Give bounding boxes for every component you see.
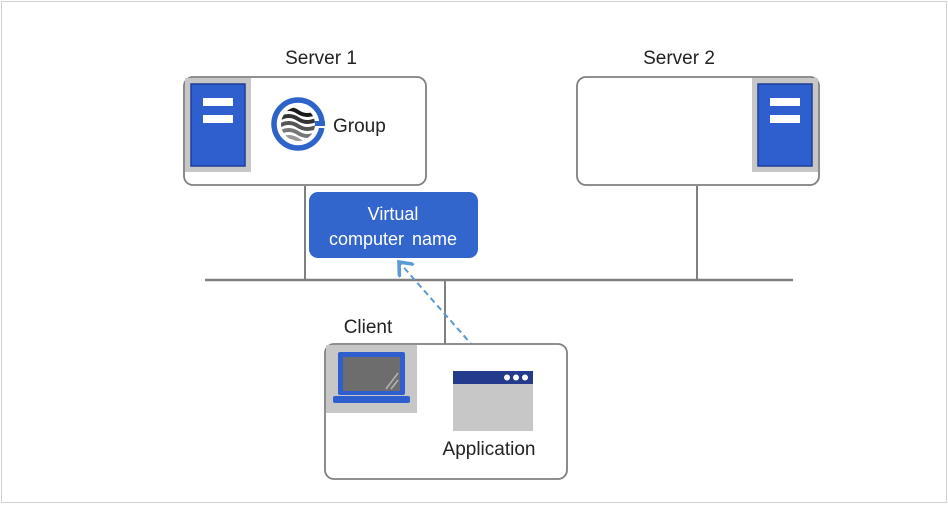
client-label: Client	[344, 317, 393, 338]
server2-label: Server 2	[643, 48, 715, 69]
server-icon	[185, 78, 251, 172]
virtual-name-line2: computer name	[329, 229, 457, 249]
group-label: Group	[333, 116, 386, 137]
laptop-icon	[326, 345, 417, 413]
server-icon	[752, 78, 818, 172]
server2-node: Server 2	[576, 48, 820, 186]
group-logo-icon	[271, 97, 326, 151]
server1-node: Server 1 Group	[183, 48, 427, 186]
application-window-icon	[453, 371, 533, 431]
virtual-computer-name-box: Virtual computer name	[309, 192, 478, 258]
client-node: Client Application	[324, 317, 568, 480]
server1-label: Server 1	[285, 48, 357, 69]
application-label: Application	[443, 439, 536, 460]
virtual-name-background	[309, 192, 478, 258]
network-lines	[205, 186, 793, 344]
virtual-name-line1: Virtual	[368, 204, 419, 224]
